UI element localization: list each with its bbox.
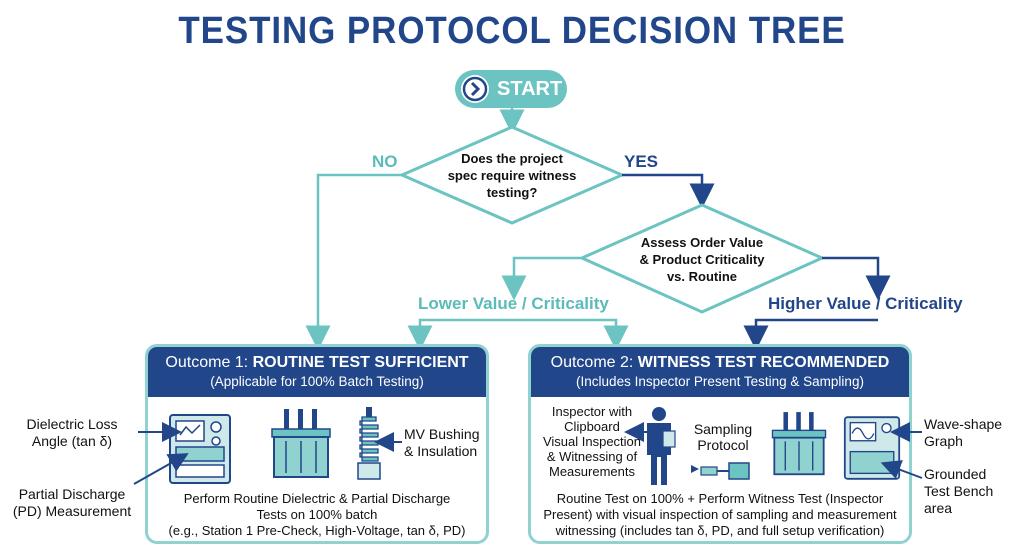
sampling-device-icon [691, 462, 750, 480]
callout-line: Wave-shape [924, 416, 1003, 432]
bushing-icon [357, 407, 381, 480]
test-panel-icon [843, 416, 901, 480]
callout-line: Dielectric Loss [26, 416, 118, 432]
callout-line: MV Bushing [404, 426, 480, 442]
decision-2-text: Assess Order Value & Product Criticality… [612, 234, 792, 285]
outcome-1-header: Outcome 1: ROUTINE TEST SUFFICIENT (Appl… [148, 347, 486, 397]
callout-line: Test Bench [924, 483, 994, 499]
transformer-icon [271, 409, 331, 478]
start-label: START [497, 78, 563, 100]
sampling-line: Sampling [693, 421, 753, 437]
outcome-2-desc-line: Routine Test on 100% + Perform Witness T… [556, 491, 884, 506]
callout-grounded: Grounded Test Bench area [924, 466, 1020, 517]
decision-2-line: vs. Routine [666, 269, 738, 284]
callout-partial-discharge: Partial Discharge (PD) Measurement [8, 486, 136, 520]
decision-diamond-1 [398, 125, 626, 225]
outcome-2-description: Routine Test on 100% + Perform Witness T… [537, 491, 903, 539]
decision-2-line: & Product Criticality [639, 252, 765, 267]
callout-line: Visual Inspection [542, 434, 642, 449]
page-title: TESTING PROTOCOL DECISION TREE [178, 10, 846, 52]
branch-lower-label: Lower Value / Criticality [418, 294, 609, 313]
callout-inspector: Inspector with Clipboard Visual Inspecti… [540, 404, 644, 479]
branch-yes-label: YES [624, 152, 659, 171]
start-node: START [455, 70, 567, 108]
sampling-label: Sampling Protocol [693, 421, 753, 453]
callout-line: Clipboard [564, 419, 620, 434]
callout-line: Angle (tan δ) [31, 433, 113, 449]
branch-higher-label: Higher Value / Criticality [768, 294, 963, 313]
outcome-1-box: Outcome 1: ROUTINE TEST SUFFICIENT (Appl… [145, 344, 489, 544]
outcome-1-prefix: Outcome 1: [165, 354, 253, 371]
callout-line: & Witnessing of [546, 449, 638, 464]
decision-1-line: spec require witness [447, 168, 577, 183]
decision-1-text: Does the project spec require witness te… [432, 150, 592, 201]
outcome-2-heading: WITNESS TEST RECOMMENDED [637, 354, 890, 371]
callout-line: Partial Discharge [18, 486, 126, 502]
outcome-2-prefix: Outcome 2: [550, 354, 638, 371]
outcome-2-box: Outcome 2: WITNESS TEST RECOMMENDED (Inc… [528, 344, 912, 544]
callout-bushing: MV Bushing & Insulation [404, 426, 494, 460]
callout-line: Graph [924, 433, 963, 449]
outcome-1-desc-line: Tests on 100% batch [256, 507, 378, 522]
outcome-1-subheading: (Applicable for 100% Batch Testing) [210, 374, 424, 389]
decision-diamond-2 [578, 203, 826, 314]
callout-line: Inspector with [551, 404, 633, 419]
decision-2-line: Assess Order Value [640, 235, 764, 250]
outcome-1-desc-line: Perform Routine Dielectric & Partial Dis… [183, 491, 451, 506]
chevron-right-icon [461, 75, 489, 103]
decision-1-line: Does the project [461, 151, 563, 166]
branch-no-label: NO [372, 152, 398, 171]
decision-1-line: testing? [486, 185, 538, 200]
callout-wave-shape: Wave-shape Graph [924, 416, 1020, 450]
callout-dielectric: Dielectric Loss Angle (tan δ) [10, 416, 134, 450]
callout-line: Measurements [549, 464, 635, 479]
callout-line: area [924, 500, 953, 516]
callout-line: (PD) Measurement [12, 503, 132, 519]
outcome-1-description: Perform Routine Dielectric & Partial Dis… [154, 491, 480, 539]
outcome-1-heading: ROUTINE TEST SUFFICIENT [252, 354, 469, 371]
outcome-2-desc-line: witnessing (includes tan δ, PD, and full… [555, 523, 885, 538]
outcome-2-subheading: (Includes Inspector Present Testing & Sa… [576, 374, 864, 389]
outcome-1-desc-line: (e.g., Station 1 Pre-Check, High-Voltage… [168, 523, 466, 538]
outcome-2-header: Outcome 2: WITNESS TEST RECOMMENDED (Inc… [531, 347, 909, 397]
outcome-2-desc-line: Present) with visual inspection of sampl… [543, 507, 897, 522]
transformer-icon [771, 412, 827, 476]
callout-line: & Insulation [404, 443, 478, 459]
callout-line: Grounded [924, 466, 987, 482]
inspector-icon [647, 407, 676, 485]
sampling-line: Protocol [697, 437, 749, 453]
